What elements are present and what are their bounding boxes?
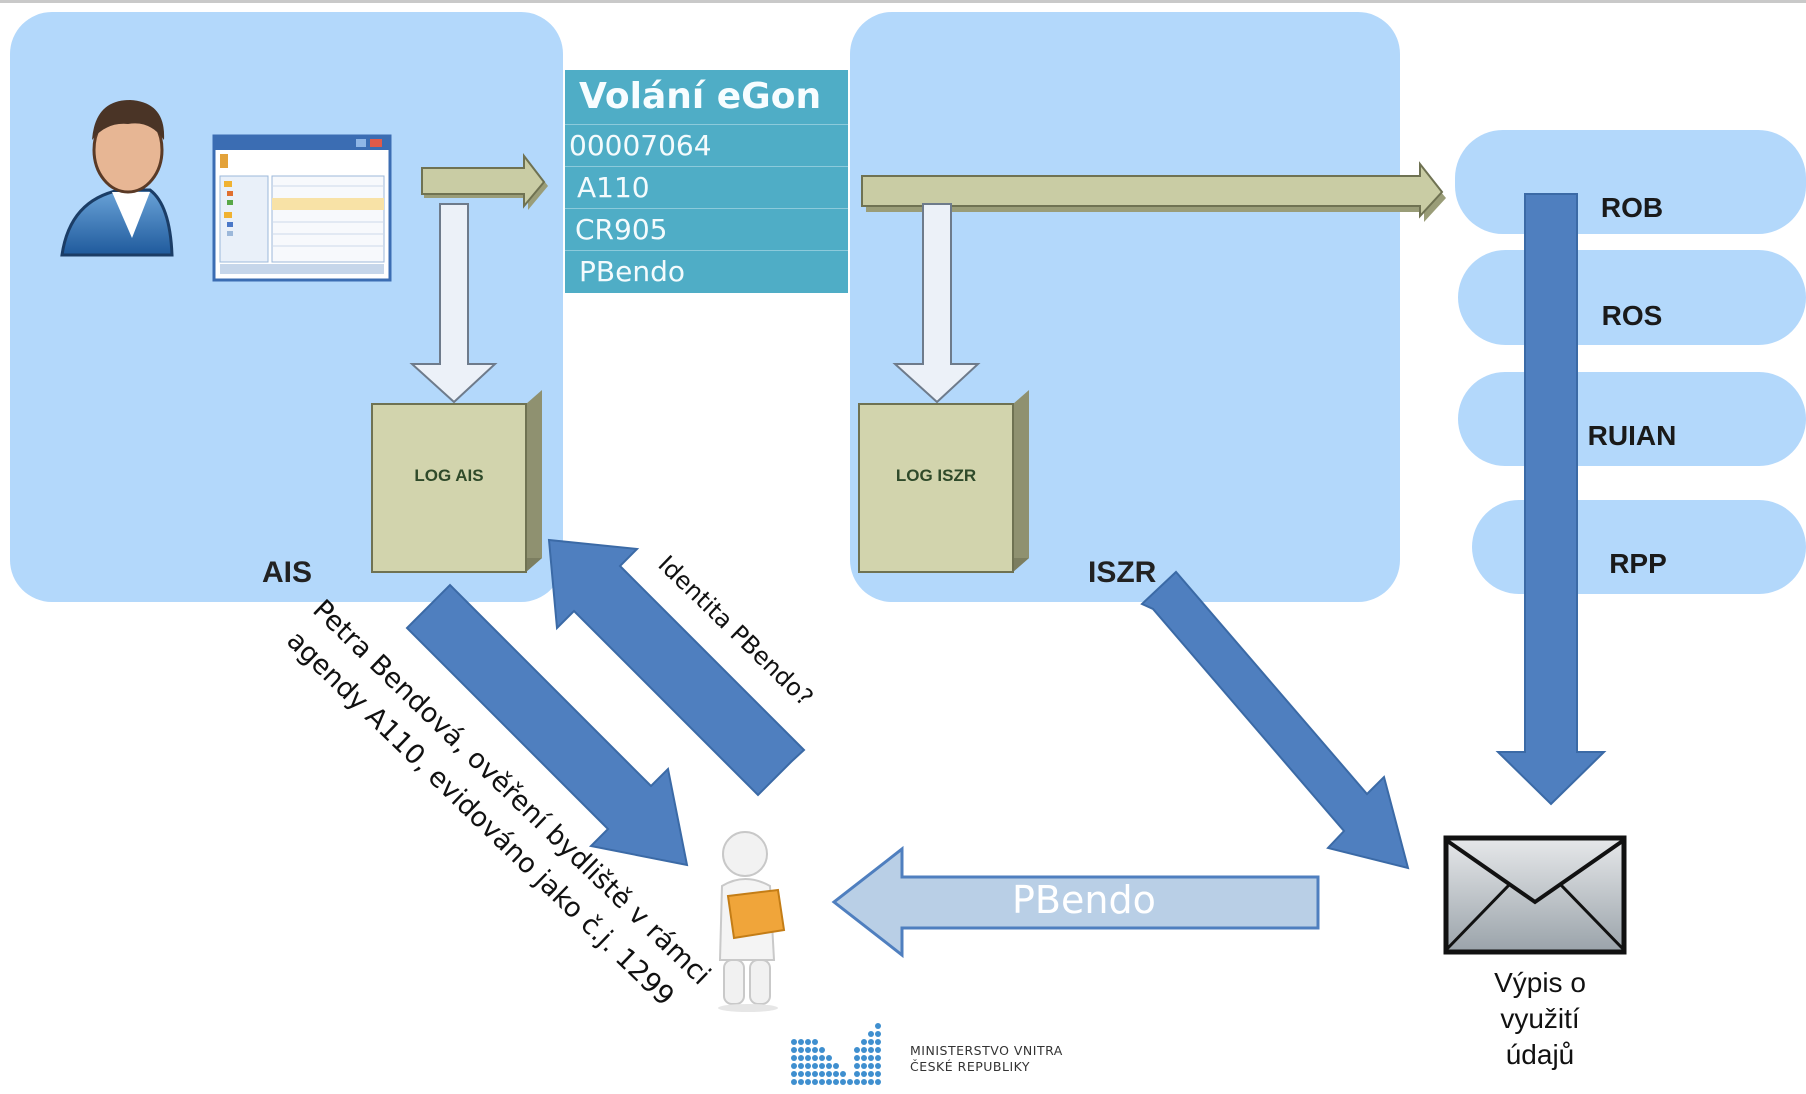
egon-row-role: CR905 — [565, 209, 848, 251]
usage-report-line3: údajů — [1505, 1039, 1575, 1070]
top-border — [0, 0, 1806, 3]
registers-to-envelope-arrow — [1495, 193, 1607, 806]
iszr-label: ISZR — [1088, 556, 1157, 589]
usage-report-line1: Výpis o — [1494, 967, 1586, 998]
register-label-ros: ROS — [1601, 300, 1663, 331]
register-pill-ruian[interactable] — [1458, 372, 1806, 466]
app-window-icon — [212, 134, 392, 282]
egon-call-title: Volání eGon — [565, 70, 848, 125]
log-iszr-box — [858, 390, 1029, 573]
response-arrow-ais-to-user — [405, 583, 689, 867]
usage-report-line2: využití — [1500, 1003, 1580, 1034]
pbendo-return-arrow[interactable] — [831, 845, 1320, 959]
report-arrow-iszr-to-envelope — [1140, 570, 1410, 870]
log-iszr-arrow — [892, 203, 981, 404]
register-label-rpp: RPP — [1609, 548, 1667, 579]
ministry-logo-dots — [791, 1023, 881, 1085]
ministry-logo — [791, 1023, 881, 1085]
query-arrow-user-to-ais — [547, 538, 806, 797]
ministry-name-line1: MINISTERSTVO VNITRA — [910, 1043, 1063, 1058]
envelope-icon[interactable] — [1443, 835, 1627, 955]
ministry-name: MINISTERSTVO VNITRA ČESKÉ REPUBLIKY — [910, 1043, 1063, 1075]
register-pill-ros[interactable] — [1458, 250, 1806, 345]
log-ais-box — [371, 390, 542, 573]
user-icon — [60, 100, 174, 257]
register-label-ruian: RUIAN — [1587, 420, 1677, 451]
pbendo-arrow-label: PBendo — [1012, 878, 1156, 922]
egon-row-agency-id: 00007064 — [565, 125, 848, 167]
register-label-rob: ROB — [1600, 192, 1664, 223]
request-flat-arrow-iszr — [861, 161, 1446, 222]
log-iszr-label: LOG ISZR — [895, 466, 977, 485]
register-pill-rob[interactable] — [1455, 130, 1806, 234]
log-ais-arrow — [409, 203, 498, 404]
ais-label: AIS — [262, 556, 313, 589]
usage-report-caption: Výpis o využití údajů — [1440, 965, 1640, 1073]
egon-row-identity: PBendo — [579, 255, 685, 288]
ministry-name-line2: ČESKÉ REPUBLIKY — [910, 1059, 1031, 1074]
egon-call-table: Volání eGon 00007064 A110 CR905 PBendo — [565, 70, 848, 293]
egon-row-agenda: A110 — [565, 167, 848, 209]
person-folder-icon — [718, 831, 786, 1012]
log-ais-label: LOG AIS — [414, 466, 484, 485]
request-flat-arrow-ais — [421, 153, 548, 210]
